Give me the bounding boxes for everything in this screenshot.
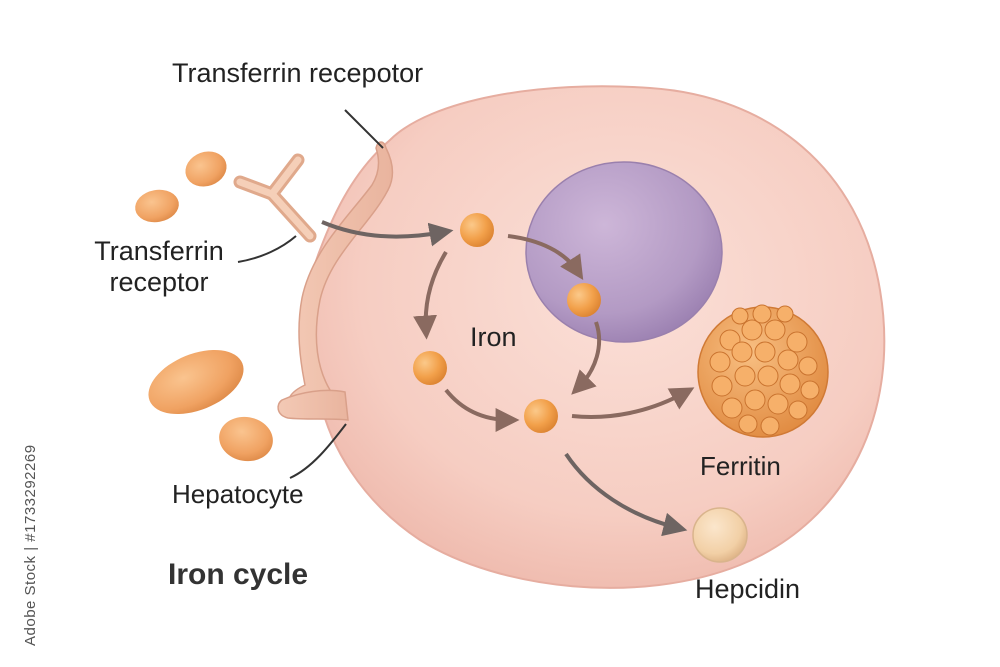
arrow-iron-to-hepcidin	[564, 452, 688, 537]
arrow-receptor-to-iron	[321, 220, 454, 247]
label-transferrin-receptor-top: Transferrin recepotor	[172, 58, 424, 88]
leader-line-hepatocyte	[289, 423, 347, 479]
iron-particle	[567, 283, 601, 317]
label-ferritin: Ferritin	[700, 451, 781, 481]
stock-id-watermark: Adobe Stock | #1733292269	[4, 420, 39, 650]
label-hepcidin: Hepcidin	[695, 574, 801, 604]
ferritin-cluster	[697, 304, 829, 438]
label-hepatocyte: Hepatocyte	[172, 479, 304, 509]
transferrin-particle	[135, 189, 179, 223]
label-transferrin-receptor-line1: Transferrin	[94, 236, 224, 266]
arrow-iron-to-ferritin	[571, 387, 695, 419]
hepcidin-particle	[692, 507, 748, 563]
arrow-iron-to-lower	[444, 388, 520, 432]
transferrin-receptor-y	[233, 153, 317, 243]
transferrin-particle	[219, 416, 273, 462]
leader-line-tr-top	[344, 109, 384, 149]
label-iron: Iron	[470, 322, 517, 352]
iron-particle	[413, 351, 447, 385]
iron-particle	[524, 399, 558, 433]
receptor-stub-lower	[277, 389, 349, 421]
stock-id-text: Adobe Stock | #1733292269	[22, 444, 39, 646]
arrow-iron-to-iron	[507, 234, 584, 281]
arrow-iron-curve	[571, 321, 602, 395]
label-transferrin-receptor-left: Transferrin receptor	[74, 236, 244, 298]
label-transferrin-receptor-line2: receptor	[109, 267, 209, 298]
iron-particle	[460, 213, 494, 247]
arrow-iron-down	[413, 250, 448, 340]
leader-line-tr-left	[237, 235, 297, 263]
diagram-title: Iron cycle	[168, 558, 309, 591]
transferrin-particle	[148, 349, 244, 415]
transferrin-particle	[185, 151, 227, 187]
